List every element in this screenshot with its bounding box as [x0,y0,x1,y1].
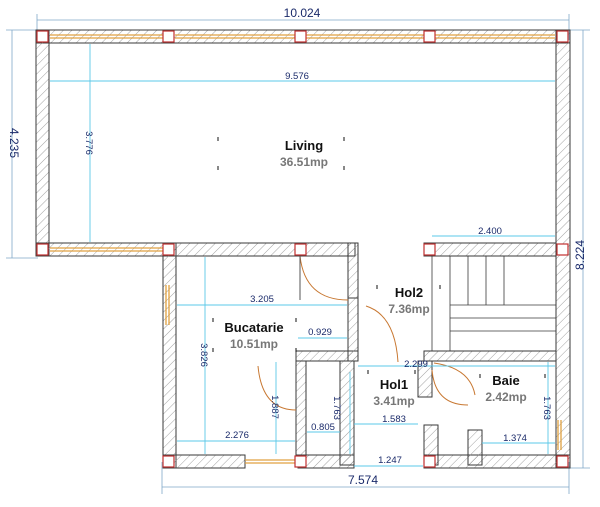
windows [50,34,562,464]
room-corner-marks [212,137,546,378]
columns [36,30,569,468]
dim-closet-height: 1.763 [331,396,342,420]
room-name-living: Living [285,138,323,153]
inner-dimension-lines [50,44,555,467]
room-area-baie: 2.42mp [485,390,526,404]
dim-overall-top: 10.024 [284,6,321,20]
dim-overall-left: 4.235 [7,128,21,158]
dim-overall-bottom: 7.574 [348,473,378,487]
dim-stair-width: 2.400 [478,226,502,237]
dim-baie-width: 1.374 [503,433,527,444]
dim-overall-right: 8.224 [573,240,587,270]
room-area-living: 36.51mp [280,155,328,169]
room-name-bucatarie: Bucatarie [224,320,283,335]
staircase [431,255,557,352]
room-area-bucatarie: 10.51mp [230,337,278,351]
room-area-hol2: 7.36mp [388,302,429,316]
room-name-hol2: Hol2 [395,285,423,300]
dim-hol-passage: 2.299 [404,359,428,370]
dim-baie-height: 1.763 [541,396,552,420]
dim-kitchen-lower-height: 1.887 [269,395,280,419]
dim-hol1-width: 1.583 [382,414,406,425]
dim-kitchen-width: 3.205 [250,294,274,305]
dim-hol1-bottom: 1.247 [378,455,402,466]
room-name-hol1: Hol1 [380,377,408,392]
doors [257,255,476,411]
dim-kitchen-lower-width: 2.276 [225,430,249,441]
dim-kitchen-niche: 0.929 [308,327,332,338]
dim-kitchen-height: 3.826 [198,343,209,367]
dim-living-height: 3.776 [83,131,94,155]
dim-closet-width: 0.805 [311,422,335,433]
room-area-hol1: 3.41mp [373,394,414,408]
room-name-baie: Baie [492,373,519,388]
dim-living-width: 9.576 [285,71,309,82]
